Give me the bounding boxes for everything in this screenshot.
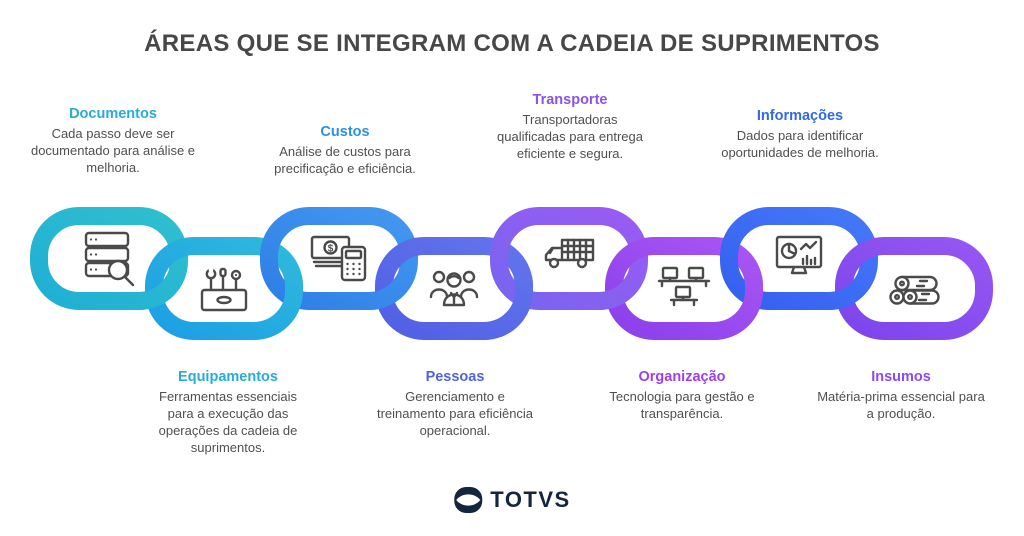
truck-icon [544, 238, 595, 269]
area-desc-informacoes: Dados para identificar oportunidades de … [721, 128, 879, 160]
area-desc-insumos: Matéria-prima essencial para a produção. [817, 389, 985, 421]
area-title-equipamentos: Equipamentos [178, 369, 278, 385]
area-organizacao: Organização Tecnologia para gestão e tra… [597, 369, 767, 422]
workstations-icon [657, 266, 711, 307]
area-title-organizacao: Organização [638, 369, 726, 385]
totvs-logo: TOTVS [453, 485, 570, 515]
area-transporte: Transporte Transportadoras qualificadas … [495, 92, 645, 162]
server-search-icon [84, 231, 135, 287]
area-title-documentos: Documentos [69, 106, 157, 122]
area-desc-organizacao: Tecnologia para gestão e transparência. [609, 389, 755, 421]
analytics-monitor-icon [775, 235, 823, 275]
page-title: ÁREAS QUE SE INTEGRAM COM A CADEIA DE SU… [144, 30, 880, 57]
area-desc-custos: Análise de custos para precificação e ef… [274, 144, 416, 176]
dollar-symbol: $ [328, 243, 334, 254]
area-custos: Custos Análise de custos para precificaç… [255, 124, 435, 177]
area-title-custos: Custos [320, 124, 370, 140]
area-title-pessoas: Pessoas [425, 369, 485, 385]
money-calculator-icon: $ [310, 235, 367, 282]
area-equipamentos: Equipamentos Ferramentas essenciais para… [145, 369, 311, 456]
area-desc-equipamentos: Ferramentas essenciais para a execução d… [158, 389, 298, 455]
totvs-logo-text: TOTVS [490, 487, 571, 512]
area-informacoes: Informações Dados para identificar oport… [717, 108, 883, 161]
totvs-logo-icon [454, 487, 483, 513]
area-insumos: Insumos Matéria-prima essencial para a p… [813, 369, 989, 422]
area-desc-documentos: Cada passo deve ser documentado para aná… [30, 126, 196, 175]
area-title-transporte: Transporte [532, 92, 608, 108]
team-icon [429, 270, 479, 307]
area-title-insumos: Insumos [871, 369, 931, 385]
chain-weave [252, 276, 303, 340]
area-pessoas: Pessoas Gerenciamento e treinamento para… [375, 369, 535, 439]
chain-weave [482, 276, 533, 340]
area-documentos: Documentos Cada passo deve ser documenta… [28, 106, 198, 176]
logs-icon [889, 275, 940, 305]
area-title-informacoes: Informações [756, 108, 844, 124]
chain-weave [712, 276, 763, 340]
toolbox-icon [200, 267, 248, 312]
area-desc-pessoas: Gerenciamento e treinamento para eficiên… [376, 389, 534, 438]
area-desc-transporte: Transportadoras qualificadas para entreg… [497, 112, 643, 161]
